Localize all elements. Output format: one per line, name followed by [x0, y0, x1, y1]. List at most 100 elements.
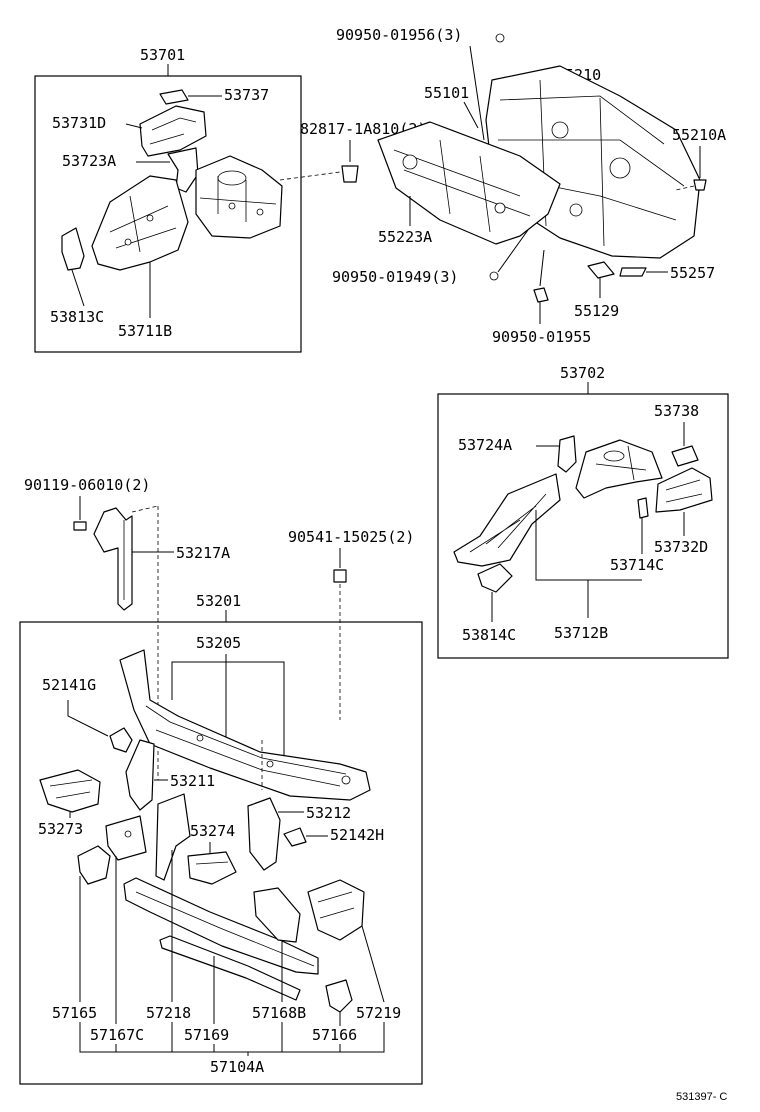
label-57167C: 57167C: [90, 1026, 144, 1044]
part-53201-upper-support-hole2: [266, 760, 274, 768]
part-strut-tower-53701-detail: [199, 176, 277, 222]
label-53712B: 53712B: [554, 624, 608, 642]
part-53211[interactable]: [125, 739, 155, 811]
label-53212: 53212: [306, 804, 351, 822]
part-52142H[interactable]: [283, 827, 307, 847]
part-55101-detail: [498, 79, 685, 247]
part-57169[interactable]: [159, 935, 301, 1001]
part-53711B[interactable]: [91, 175, 189, 271]
part-57218[interactable]: [155, 793, 191, 881]
part-90950-01956[interactable]: [495, 33, 505, 43]
label-53273: 53273: [38, 820, 83, 838]
label-82817-1A810: 82817-1A810(2): [300, 120, 426, 138]
part-90950-01949[interactable]: [489, 271, 499, 281]
part-53732D-detail: [665, 479, 703, 503]
label-57104A: 57104A: [210, 1058, 264, 1076]
part-53274-detail: [195, 861, 229, 865]
label-90119-06010: 90119-06010(2): [24, 476, 150, 494]
label-53217A: 53217A: [176, 544, 230, 562]
group-53201-box: [19, 621, 423, 1085]
group-label-53201: 53201: [196, 592, 241, 610]
part-90541-15025[interactable]: [333, 569, 347, 583]
label-52141G: 52141G: [42, 676, 96, 694]
part-53714C[interactable]: [637, 497, 649, 519]
leader-55101: [463, 101, 479, 129]
part-53813C[interactable]: [61, 227, 85, 271]
leader-90950-01956: [469, 45, 485, 141]
part-55223A-hole: [402, 154, 418, 170]
part-53723A[interactable]: [167, 147, 199, 193]
label-90950-01956: 90950-01956(3): [336, 26, 462, 44]
leader-53205-bracket: [171, 661, 285, 760]
part-53201-upper-support[interactable]: [119, 649, 371, 801]
support-area: 90119-06010(2) 53217A 90541-15025(2): [24, 476, 414, 780]
label-53723A: 53723A: [62, 152, 116, 170]
part-52141G[interactable]: [109, 727, 133, 753]
dash-55210A: [675, 185, 695, 191]
leader-53712B-bracket: [535, 510, 642, 581]
part-57167C[interactable]: [105, 815, 147, 861]
part-55257[interactable]: [619, 267, 647, 277]
part-strut-tower-53702[interactable]: [575, 439, 663, 499]
part-57219[interactable]: [307, 879, 365, 941]
part-53737[interactable]: [159, 89, 189, 105]
leader-53731D: [125, 123, 143, 129]
part-90950-01955[interactable]: [533, 287, 549, 303]
part-53712B[interactable]: [453, 473, 561, 567]
label-57168B: 57168B: [252, 1004, 306, 1022]
label-57218: 57218: [146, 1004, 191, 1022]
label-57219: 57219: [356, 1004, 401, 1022]
part-53814C[interactable]: [477, 563, 513, 593]
part-53201-upper-support-hole3: [341, 775, 351, 785]
leader-52141G: [67, 700, 109, 737]
label-57165: 57165: [52, 1004, 97, 1022]
label-55129: 55129: [574, 302, 619, 320]
part-90119-06010[interactable]: [73, 521, 87, 531]
part-55101-hole2: [609, 157, 631, 179]
part-57166[interactable]: [325, 979, 353, 1013]
label-53738: 53738: [654, 402, 699, 420]
part-53731D[interactable]: [139, 105, 207, 157]
label-90950-01949: 90950-01949(3): [332, 268, 458, 286]
label-53737: 53737: [224, 86, 269, 104]
part-55223A[interactable]: [377, 121, 561, 245]
leader-90950-01949: [497, 229, 529, 273]
dash-53217A: [131, 505, 159, 513]
part-55210A[interactable]: [693, 179, 707, 191]
label-53814C: 53814C: [462, 626, 516, 644]
dash-panel-area: 90950-01956(3) 55101 55210 82817-1A810(2…: [300, 26, 726, 346]
leader-53813C: [71, 269, 85, 307]
part-57104A-detail: [135, 891, 315, 967]
label-53714C: 53714C: [610, 556, 664, 574]
part-53711B-hole2: [124, 238, 132, 246]
leader-57104A-bracket: [79, 1022, 385, 1053]
group-label-53701: 53701: [140, 46, 185, 64]
label-53813C: 53813C: [50, 308, 104, 326]
label-55210A: 55210A: [672, 126, 726, 144]
part-53724A[interactable]: [557, 435, 577, 473]
part-53711B-hole: [146, 214, 154, 222]
group-53702-box: [437, 393, 729, 659]
part-53212[interactable]: [247, 797, 281, 871]
part-strut-tower-53701[interactable]: [195, 155, 283, 239]
part-53273-detail: [49, 779, 93, 799]
part-53731D-detail: [149, 117, 197, 145]
part-55101-hole: [551, 121, 569, 139]
label-53274: 53274: [190, 822, 235, 840]
part-53273[interactable]: [39, 769, 101, 813]
label-52142H: 52142H: [330, 826, 384, 844]
part-57168B[interactable]: [253, 887, 301, 943]
part-55223A-hole2: [494, 202, 506, 214]
group-53201: 53201 53205 52141G 53211 53273 53212: [19, 584, 423, 1085]
leader-90950-01955-up: [539, 249, 545, 287]
part-53738[interactable]: [671, 445, 699, 467]
part-53732D[interactable]: [655, 467, 713, 513]
part-57165[interactable]: [77, 845, 111, 885]
part-53274[interactable]: [187, 851, 237, 885]
part-82817-1A810[interactable]: [341, 165, 359, 183]
label-90541-15025: 90541-15025(2): [288, 528, 414, 546]
part-55129[interactable]: [587, 261, 615, 279]
part-55101-hole3: [569, 203, 583, 217]
part-53217A[interactable]: [93, 507, 133, 611]
